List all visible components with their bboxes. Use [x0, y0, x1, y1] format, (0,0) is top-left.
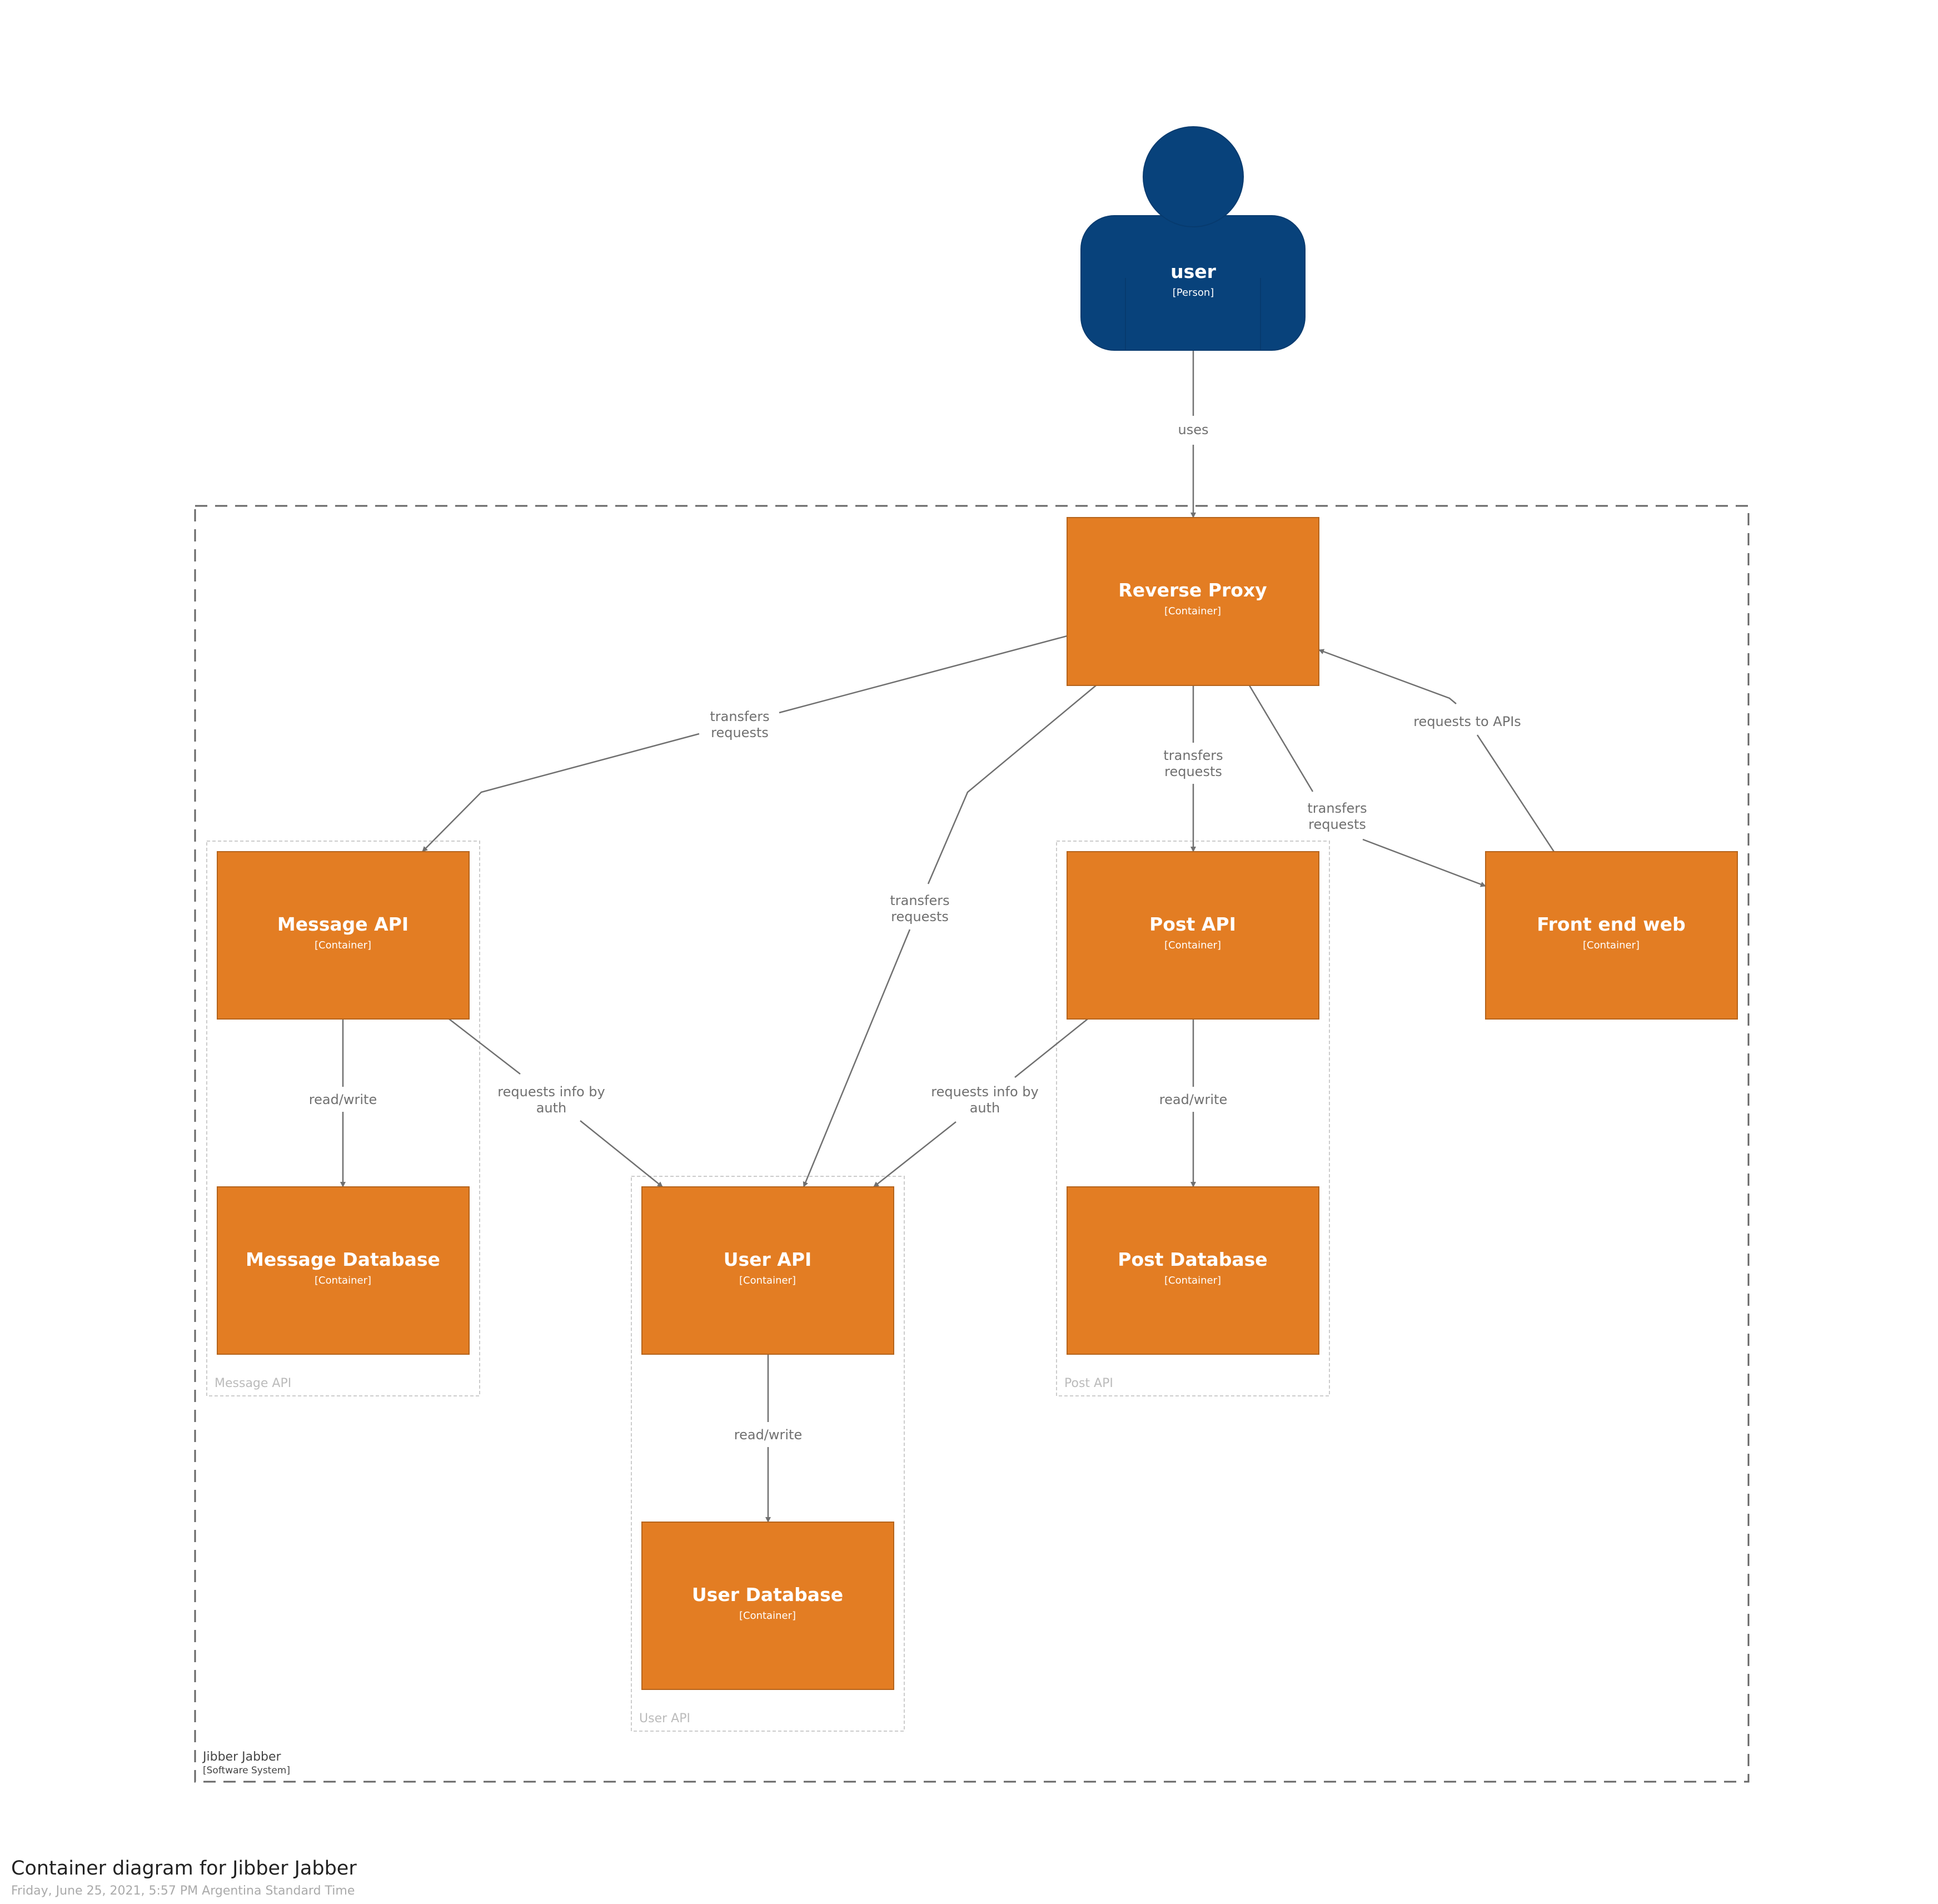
container-front-end-web: Front end web [Container] — [1485, 851, 1738, 1020]
label-message-db: read/write — [309, 1092, 377, 1107]
edge-message-to-user-upper — [449, 1018, 521, 1075]
user-api-name: User API — [724, 1249, 812, 1270]
person-user: user [Person] — [1080, 126, 1306, 351]
label-proxy-front-2: requests — [1308, 817, 1366, 832]
group-label-user-api: User API — [639, 1712, 690, 1726]
container-message-database: Message Database [Container] — [217, 1186, 470, 1355]
label-proxy-message-1: transfers — [710, 709, 769, 724]
group-label-post-api: Post API — [1064, 1376, 1113, 1390]
user-database-type: [Container] — [739, 1610, 796, 1622]
edge-proxy-to-front-lower — [1362, 838, 1486, 887]
post-api-type: [Container] — [1164, 939, 1221, 951]
user-database-name: User Database — [692, 1584, 843, 1605]
message-api-name: Message API — [277, 913, 408, 935]
user-api-type: [Container] — [739, 1275, 796, 1286]
edge-message-to-user-lower — [580, 1120, 663, 1187]
group-boundary-user-api — [631, 1176, 905, 1732]
label-user-db: read/write — [734, 1427, 802, 1443]
person-type: [Person] — [1173, 287, 1214, 299]
label-post-user-2: auth — [970, 1100, 1000, 1116]
edge-proxy-to-message-api — [779, 635, 1068, 714]
edge-proxy-to-message-api-lower — [422, 733, 700, 852]
edge-proxy-to-front-upper — [1248, 685, 1314, 792]
message-database-type: [Container] — [315, 1275, 371, 1286]
edge-labels: uses transfers requests transfers reques… — [309, 422, 1521, 1443]
container-post-api: Post API [Container] — [1067, 851, 1319, 1020]
label-uses: uses — [1178, 422, 1209, 438]
label-proxy-post-2: requests — [1164, 764, 1222, 779]
edges — [340, 350, 1555, 1523]
label-proxy-user-2: requests — [891, 909, 949, 924]
container-message-api: Message API [Container] — [217, 851, 470, 1020]
label-front-proxy: requests to APIs — [1413, 714, 1521, 729]
message-database-name: Message Database — [246, 1249, 440, 1270]
edge-front-to-proxy-lower — [1476, 734, 1555, 852]
system-boundary-name: Jibber Jabber — [202, 1750, 282, 1764]
group-boundary-message-api — [206, 841, 480, 1396]
front-end-web-type: [Container] — [1583, 939, 1640, 951]
reverse-proxy-name: Reverse Proxy — [1118, 579, 1267, 601]
container-post-database: Post Database [Container] — [1067, 1186, 1319, 1355]
diagram-subtitle: Friday, June 25, 2021, 5:57 PM Argentina… — [11, 1884, 355, 1898]
container-reverse-proxy: Reverse Proxy [Container] — [1067, 517, 1319, 686]
label-proxy-user-1: transfers — [890, 893, 949, 908]
reverse-proxy-type: [Container] — [1164, 605, 1221, 617]
label-proxy-message-2: requests — [711, 725, 769, 740]
edge-proxy-to-user-api-lower — [803, 929, 911, 1187]
system-boundary-type: [Software System] — [203, 1765, 290, 1776]
post-database-name: Post Database — [1118, 1249, 1267, 1270]
edge-post-to-user-upper — [1014, 1018, 1088, 1078]
edge-front-to-proxy-upper — [1318, 649, 1457, 704]
edge-proxy-to-user-api-upper — [927, 685, 1097, 884]
container-user-api: User API [Container] — [641, 1186, 894, 1355]
label-proxy-front-1: transfers — [1307, 801, 1367, 816]
message-api-type: [Container] — [315, 939, 371, 951]
label-post-user-1: requests info by — [931, 1084, 1038, 1100]
group-label-message-api: Message API — [215, 1376, 291, 1390]
person-head — [1143, 126, 1244, 227]
post-database-type: [Container] — [1164, 1275, 1221, 1286]
diagram-title: Container diagram for Jibber Jabber — [11, 1857, 357, 1880]
front-end-web-name: Front end web — [1537, 913, 1686, 935]
system-boundary — [194, 505, 1750, 1783]
label-proxy-post-1: transfers — [1163, 748, 1223, 763]
person-body — [1080, 215, 1306, 351]
edge-post-to-user-lower — [873, 1121, 956, 1187]
label-message-user-1: requests info by — [497, 1084, 605, 1100]
person-name: user — [1170, 261, 1217, 282]
post-api-name: Post API — [1149, 913, 1236, 935]
label-message-user-2: auth — [536, 1100, 567, 1116]
label-post-db: read/write — [1159, 1092, 1227, 1107]
container-user-database: User Database [Container] — [641, 1522, 894, 1690]
